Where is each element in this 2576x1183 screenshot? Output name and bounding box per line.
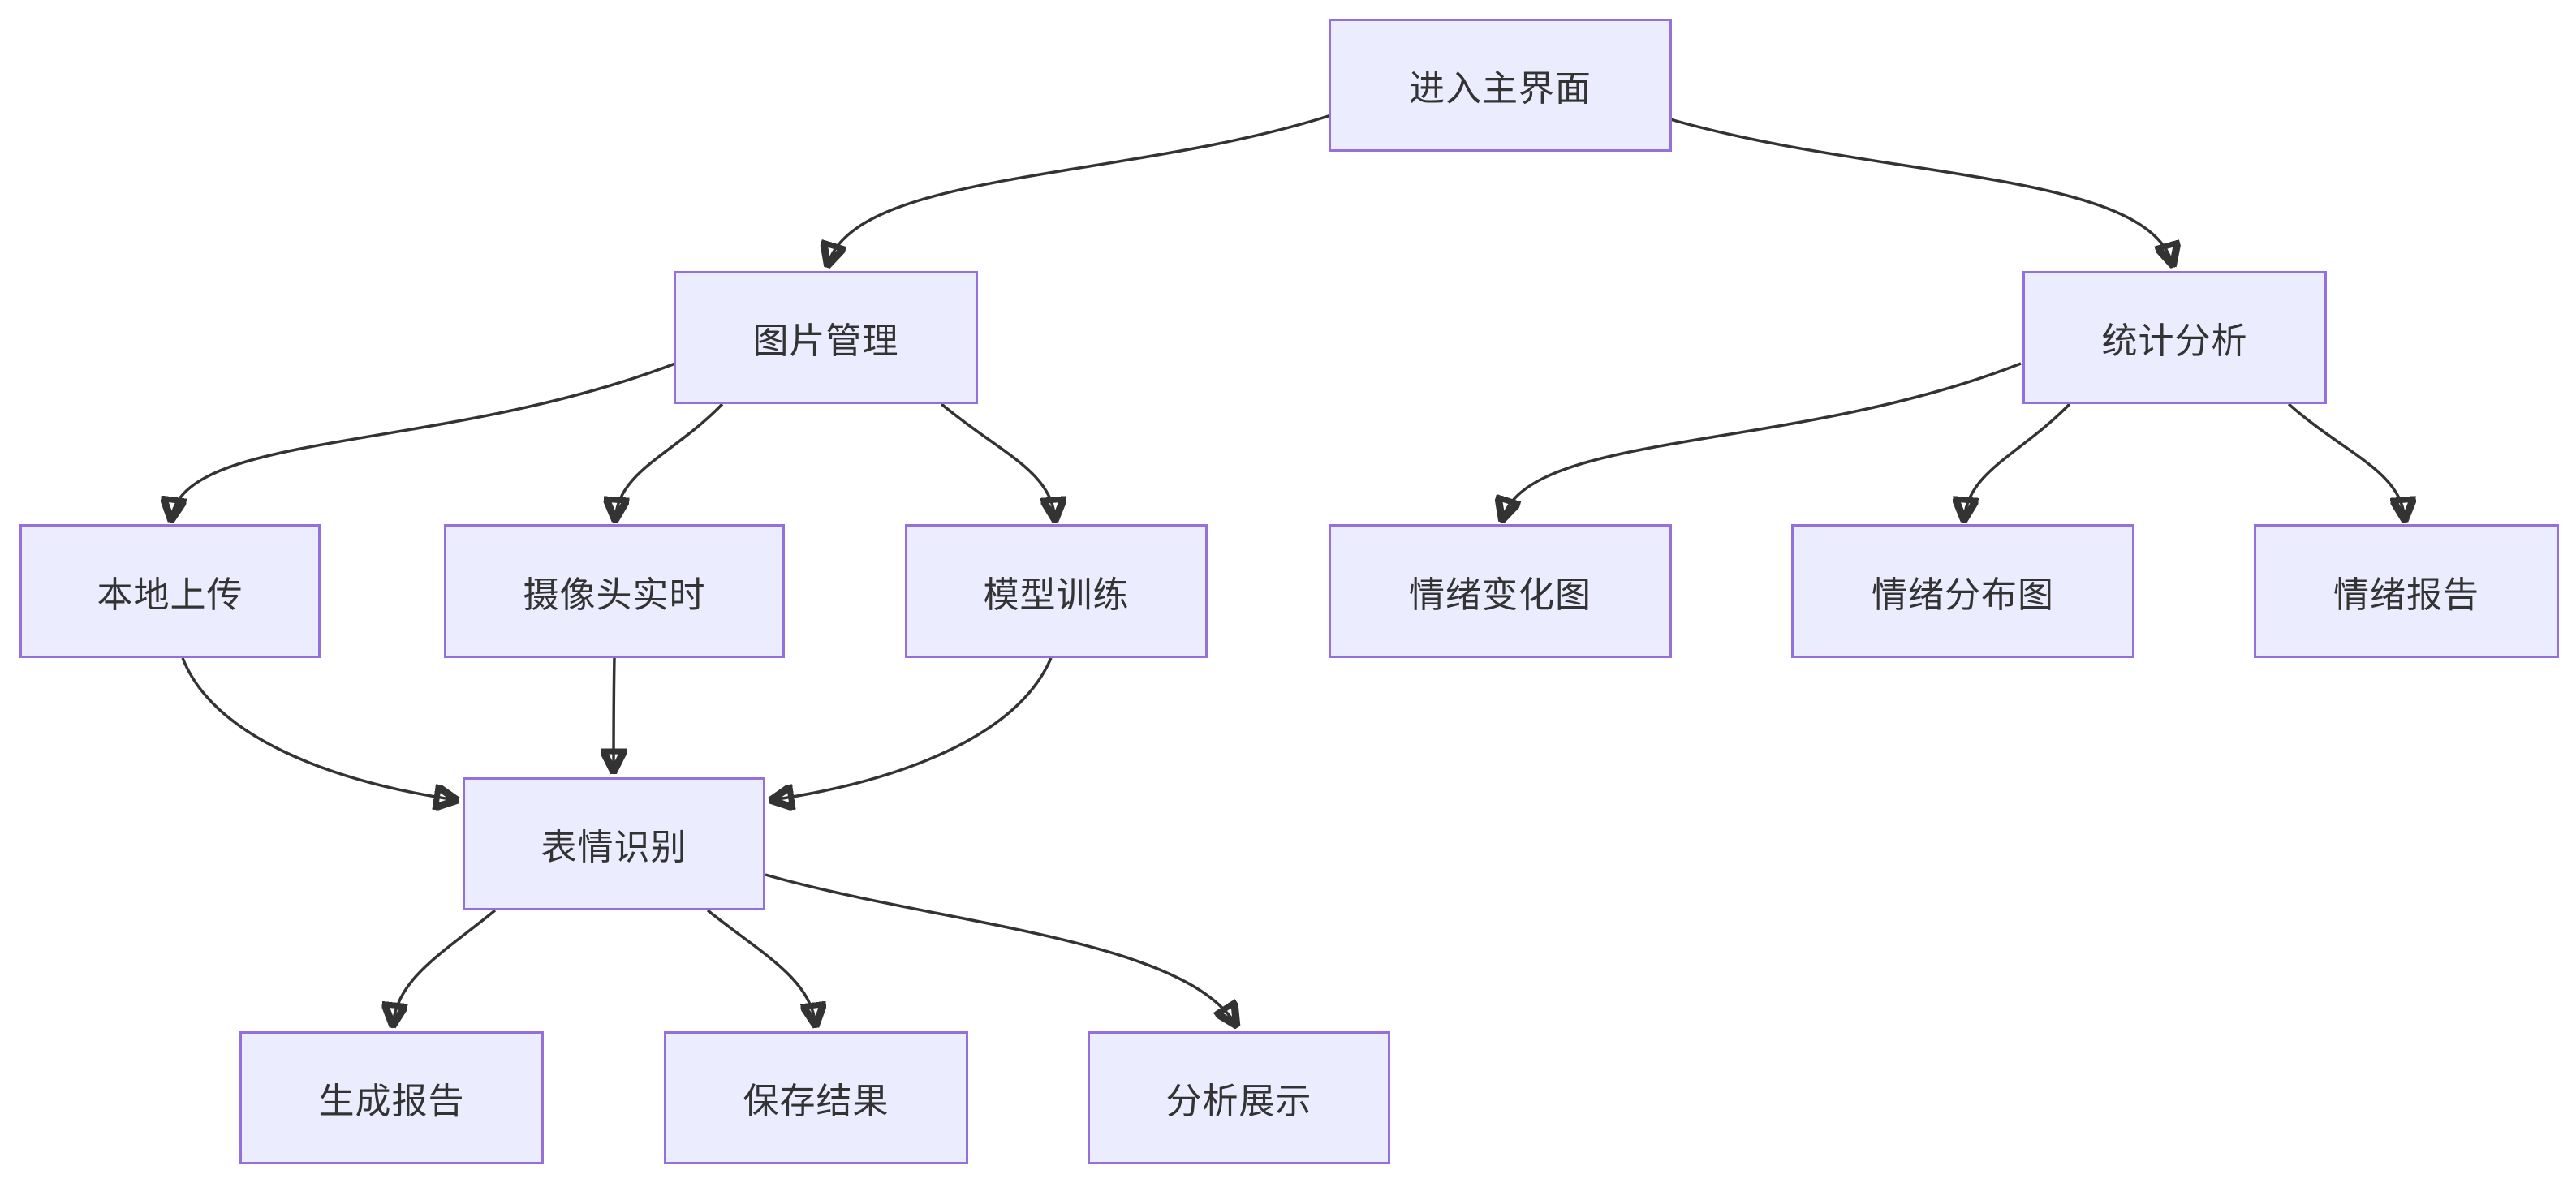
edge-model-training-to-expression-recognition [772, 657, 1053, 800]
node-analysis-display: 分析展示 [1088, 1031, 1390, 1164]
edge-image-management-to-model-training [940, 402, 1055, 519]
edge-enter-main-to-statistics-analysis [1669, 118, 2173, 265]
edge-local-upload-to-expression-recognition [181, 657, 456, 800]
node-camera-realtime: 摄像头实时 [444, 524, 785, 658]
node-enter-main-ui: 进入主界面 [1329, 19, 1672, 152]
node-save-results: 保存结果 [664, 1031, 968, 1164]
edge-image-management-to-local-upload [171, 362, 676, 519]
edge-enter-main-to-image-management [828, 114, 1332, 265]
edge-statistics-analysis-to-emotion-report [2287, 402, 2405, 519]
node-expression-recognition: 表情识别 [463, 777, 765, 910]
node-local-upload: 本地上传 [19, 524, 321, 658]
node-image-management: 图片管理 [674, 271, 978, 404]
edge-statistics-analysis-to-emotion-change-chart [1502, 362, 2022, 519]
edge-expression-recognition-to-analysis-display [765, 873, 1236, 1025]
node-model-training: 模型训练 [905, 524, 1208, 658]
edge-image-management-to-camera-realtime [615, 402, 724, 519]
node-emotion-report: 情绪报告 [2254, 524, 2559, 658]
node-statistics-analysis: 统计分析 [2022, 271, 2327, 404]
edge-expression-recognition-to-save-results [706, 909, 816, 1025]
node-generate-report: 生成报告 [239, 1031, 544, 1164]
edge-expression-recognition-to-generate-report [393, 909, 497, 1025]
node-emotion-change-chart: 情绪变化图 [1329, 524, 1672, 658]
edge-statistics-analysis-to-emotion-distribution-chart [1964, 402, 2071, 519]
node-emotion-distribution-chart: 情绪分布图 [1791, 524, 2134, 658]
